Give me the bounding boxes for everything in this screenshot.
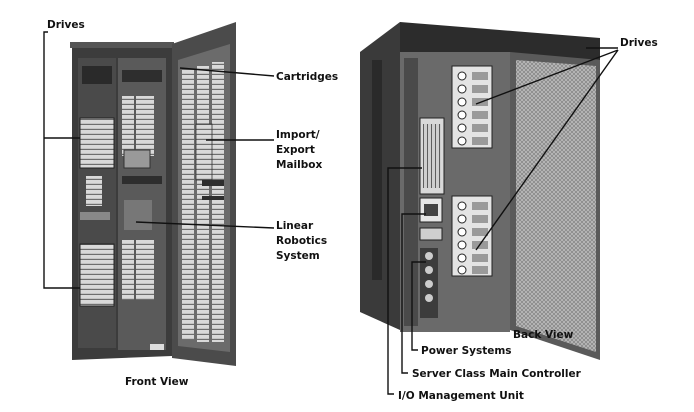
label-import-export-line1: Import/ xyxy=(276,129,320,141)
label-linear-robotics-line2: Robotics xyxy=(276,235,327,247)
power-systems-leader xyxy=(411,261,426,351)
back-view-illustration xyxy=(360,22,600,360)
label-server-controller: Server Class Main Controller xyxy=(412,368,582,380)
back-drive-bank-lower xyxy=(451,195,493,277)
front-view-illustration xyxy=(70,22,236,366)
power-systems xyxy=(420,248,438,318)
back-cabinet-top xyxy=(400,22,600,60)
label-cartridges: Cartridges xyxy=(276,71,338,83)
label-front-view: Front View xyxy=(125,376,189,388)
server-class-main-controller xyxy=(419,227,443,241)
label-linear-robotics-line1: Linear xyxy=(276,220,314,232)
io-management-leader xyxy=(387,167,422,395)
front-drive-bank-lower xyxy=(79,243,115,307)
server-controller-leader xyxy=(401,213,426,374)
label-drives-back: Drives xyxy=(620,37,658,49)
cartridge-storage xyxy=(182,62,224,342)
label-drives-front: Drives xyxy=(47,19,85,31)
label-import-export-line3: Mailbox xyxy=(276,159,322,171)
label-io-management: I/O Management Unit xyxy=(398,390,524,402)
label-back-view: Back View xyxy=(513,329,574,341)
label-linear-robotics-line3: System xyxy=(276,250,320,262)
label-import-export-line2: Export xyxy=(276,144,315,156)
drives-back-bracket xyxy=(475,47,619,251)
linear-robotics-leader xyxy=(135,221,275,229)
import-export-mailbox-slots xyxy=(195,123,213,181)
front-drive-bank-upper xyxy=(79,117,115,206)
drives-front-bracket xyxy=(43,31,80,289)
cartridges-leader xyxy=(179,67,275,77)
label-power-systems: Power Systems xyxy=(421,345,512,357)
back-drive-bank-upper xyxy=(451,65,493,149)
